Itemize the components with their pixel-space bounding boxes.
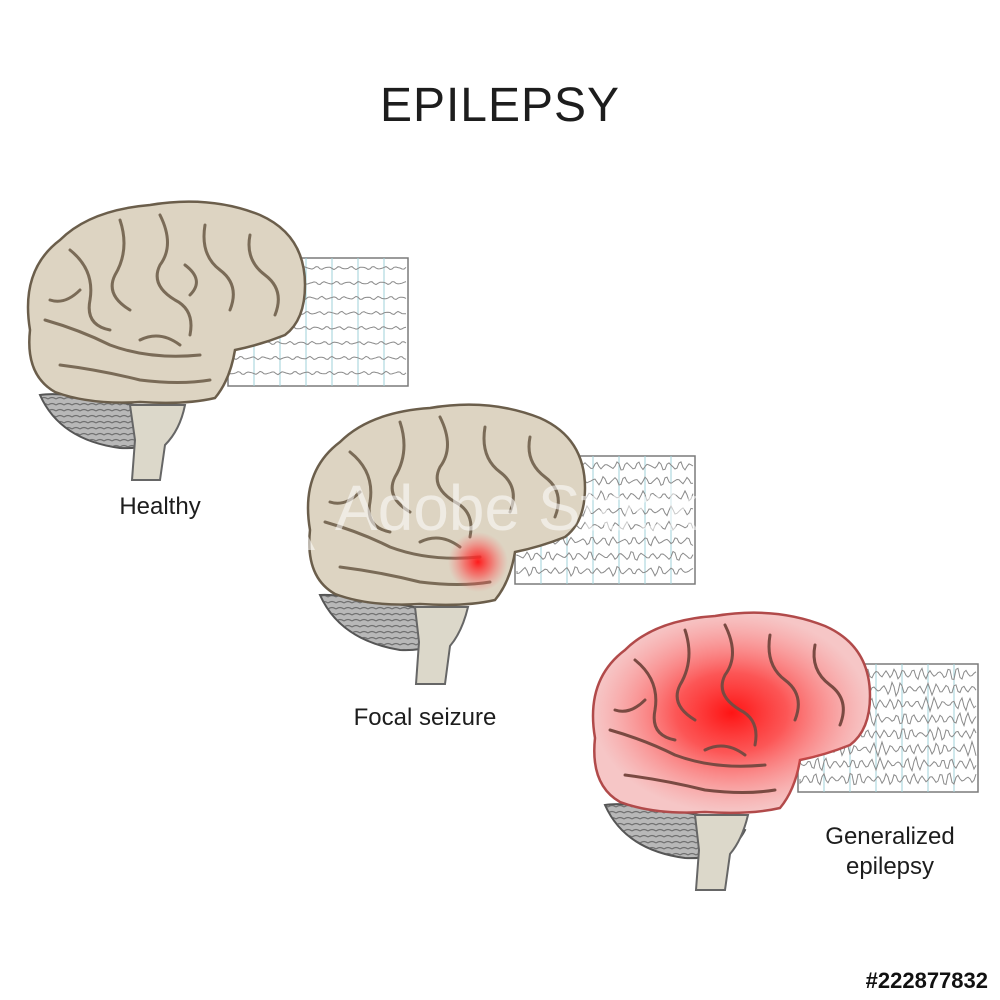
eeg-trace	[229, 370, 407, 376]
eeg-trace	[799, 755, 977, 773]
eeg-trace	[516, 565, 694, 578]
brain-generalized	[591, 611, 872, 891]
page-title: EPILEPSY	[379, 79, 621, 132]
focal-panel	[306, 403, 696, 685]
label-generalized-epilepsy: Generalized epilepsy	[805, 822, 975, 882]
healthy-panel	[26, 200, 409, 481]
generalized-panel	[591, 611, 979, 891]
label-focal-seizure: Focal seizure	[353, 704, 497, 731]
label-generalized-line2: epilepsy	[845, 853, 935, 880]
eeg-trace	[799, 772, 977, 786]
eeg-chart-generalized	[797, 663, 979, 793]
brain-healthy	[26, 200, 307, 481]
stock-id: #222877832	[865, 968, 988, 993]
eeg-trace	[516, 550, 694, 561]
label-healthy: Healthy	[119, 493, 201, 520]
focal-seizure-spot	[448, 532, 508, 592]
eeg-trace	[229, 355, 407, 361]
brain-focal	[306, 403, 587, 685]
label-generalized-line1: Generalized	[825, 823, 955, 850]
